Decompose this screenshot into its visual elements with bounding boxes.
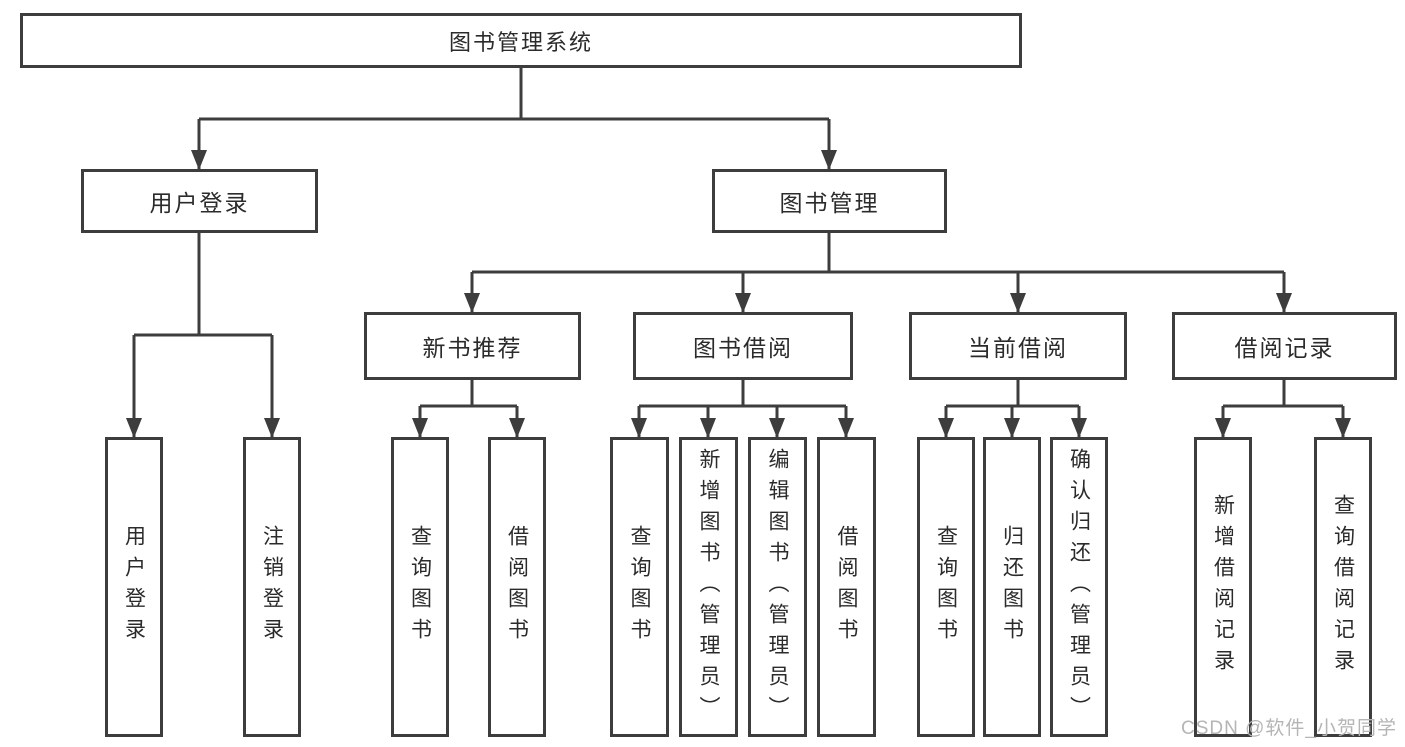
node-current-borrowing-label: 当前借阅: [968, 335, 1068, 361]
leaf-edit-books-admin-label: 编辑图书（管理员）: [766, 447, 789, 727]
leaf-query-books-current-label: 查询图书: [934, 525, 958, 649]
leaf-add-borrow-record-label: 新增借阅记录: [1211, 494, 1235, 680]
leaf-borrow-books-label: 借阅图书: [835, 525, 858, 649]
leaf-confirm-return-admin-label: 确认归还（管理员）: [1067, 447, 1091, 727]
node-user-login-label: 用户登录: [149, 190, 250, 216]
leaf-borrow-books: 借阅图书: [817, 437, 876, 737]
leaf-query-books-recommend-label: 查询图书: [408, 525, 432, 649]
node-book-borrowing-label: 图书借阅: [693, 335, 793, 361]
node-borrowing-records-label: 借阅记录: [1234, 335, 1335, 361]
leaf-add-borrow-record: 新增借阅记录: [1194, 437, 1252, 737]
leaf-return-books: 归还图书: [983, 437, 1041, 737]
leaf-return-books-label: 归还图书: [1000, 525, 1024, 649]
leaf-logout-login: 注销登录: [243, 437, 301, 737]
node-book-management-label: 图书管理: [779, 190, 880, 216]
leaf-add-books-admin: 新增图书（管理员）: [679, 437, 738, 737]
leaf-logout-login-label: 注销登录: [260, 525, 284, 649]
node-library-system-label: 图书管理系统: [448, 29, 593, 55]
leaf-query-books-recommend: 查询图书: [391, 437, 449, 737]
leaf-add-books-admin-label: 新增图书（管理员）: [697, 447, 720, 727]
leaf-query-books-borrow-label: 查询图书: [628, 525, 651, 649]
leaf-query-borrow-record: 查询借阅记录: [1314, 437, 1372, 737]
node-book-management: 图书管理: [712, 169, 947, 233]
leaf-user-login-label: 用户登录: [122, 525, 146, 649]
node-user-login: 用户登录: [81, 169, 318, 233]
node-current-borrowing: 当前借阅: [909, 312, 1127, 380]
node-library-system: 图书管理系统: [20, 13, 1022, 68]
leaf-query-books-current: 查询图书: [917, 437, 975, 737]
node-new-book-recommendation-label: 新书推荐: [422, 335, 523, 361]
leaf-borrow-books-recommend: 借阅图书: [488, 437, 546, 737]
leaf-borrow-books-recommend-label: 借阅图书: [505, 525, 529, 649]
node-new-book-recommendation: 新书推荐: [364, 312, 581, 380]
leaf-query-books-borrow: 查询图书: [610, 437, 669, 737]
node-book-borrowing: 图书借阅: [633, 312, 853, 380]
leaf-confirm-return-admin: 确认归还（管理员）: [1050, 437, 1108, 737]
leaf-query-borrow-record-label: 查询借阅记录: [1331, 494, 1355, 680]
leaf-edit-books-admin: 编辑图书（管理员）: [748, 437, 807, 737]
node-borrowing-records: 借阅记录: [1172, 312, 1397, 380]
leaf-user-login: 用户登录: [105, 437, 163, 737]
